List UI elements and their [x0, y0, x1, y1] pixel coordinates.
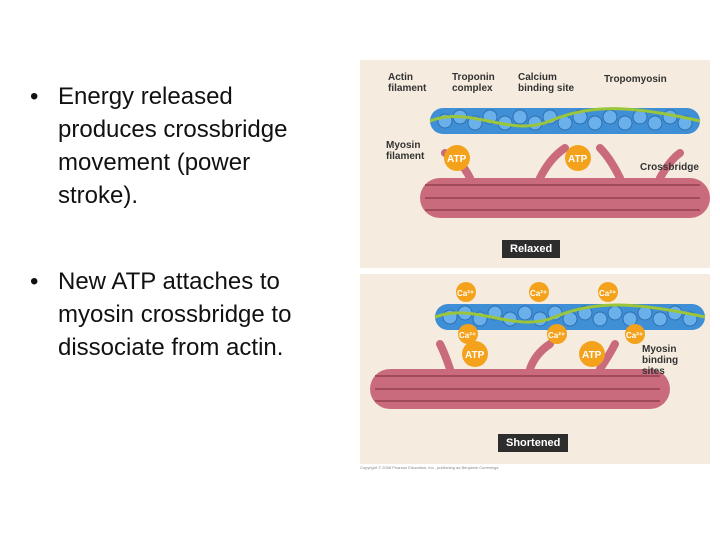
muscle-contraction-figure: ATP ATP Actin filament Troponin complex …	[360, 60, 710, 470]
bullet-text: New ATP attaches to myosin crossbridge t…	[58, 268, 292, 361]
shortened-panel: Ca²⁺ Ca²⁺ Ca²⁺ Ca²⁺ Ca²⁺ Ca²⁺ ATP ATP My…	[360, 274, 710, 464]
calcium-badge	[456, 282, 645, 344]
label-calcium-binding-site: Calcium binding site	[518, 72, 575, 94]
copyright-caption: Copyright © 2008 Pearson Education, Inc.…	[360, 465, 500, 470]
state-shortened-badge: Shortened	[498, 434, 569, 452]
relaxed-illustration: ATP ATP	[420, 107, 710, 218]
actin-filament-shape	[429, 107, 701, 134]
relaxed-panel: ATP ATP Actin filament Troponin complex …	[360, 60, 710, 268]
bullet-new-atp: • New ATP attaches to myosin crossbridge …	[30, 265, 330, 364]
state-relaxed-badge: Relaxed	[502, 240, 561, 258]
atp-label: ATP	[447, 154, 467, 165]
atp-label: ATP	[582, 350, 602, 361]
label-myosin-filament: Myosin filament	[386, 140, 425, 162]
myosin-filament-shape	[370, 340, 670, 409]
shortened-illustration: Ca²⁺ Ca²⁺ Ca²⁺ Ca²⁺ Ca²⁺ Ca²⁺ ATP ATP	[370, 282, 706, 409]
label-crossbridge: Crossbridge	[640, 162, 699, 173]
label-actin-filament: Actin filament	[388, 72, 427, 94]
calcium-label: Ca²⁺	[626, 331, 643, 340]
label-tropomyosin: Tropomyosin	[604, 74, 667, 85]
atp-label: ATP	[465, 350, 485, 361]
bullet-dot: •	[30, 83, 39, 110]
calcium-label: Ca²⁺	[548, 331, 565, 340]
calcium-label: Ca²⁺	[599, 289, 616, 298]
actin-filament-shape	[434, 303, 706, 330]
calcium-label: Ca²⁺	[457, 289, 474, 298]
bullet-list: • Energy released produces crossbridge mo…	[30, 80, 330, 364]
atp-badge	[462, 341, 605, 367]
label-troponin-complex: Troponin complex	[452, 72, 495, 94]
calcium-label: Ca²⁺	[530, 289, 547, 298]
label-myosin-binding-sites: Myosin binding sites	[642, 344, 679, 377]
bullet-text: Energy released produces crossbridge mov…	[58, 83, 288, 209]
calcium-label: Ca²⁺	[459, 331, 476, 340]
atp-badge	[444, 145, 591, 171]
bullet-energy: • Energy released produces crossbridge mo…	[30, 80, 330, 212]
bullet-dot: •	[30, 268, 39, 295]
atp-label: ATP	[568, 154, 588, 165]
